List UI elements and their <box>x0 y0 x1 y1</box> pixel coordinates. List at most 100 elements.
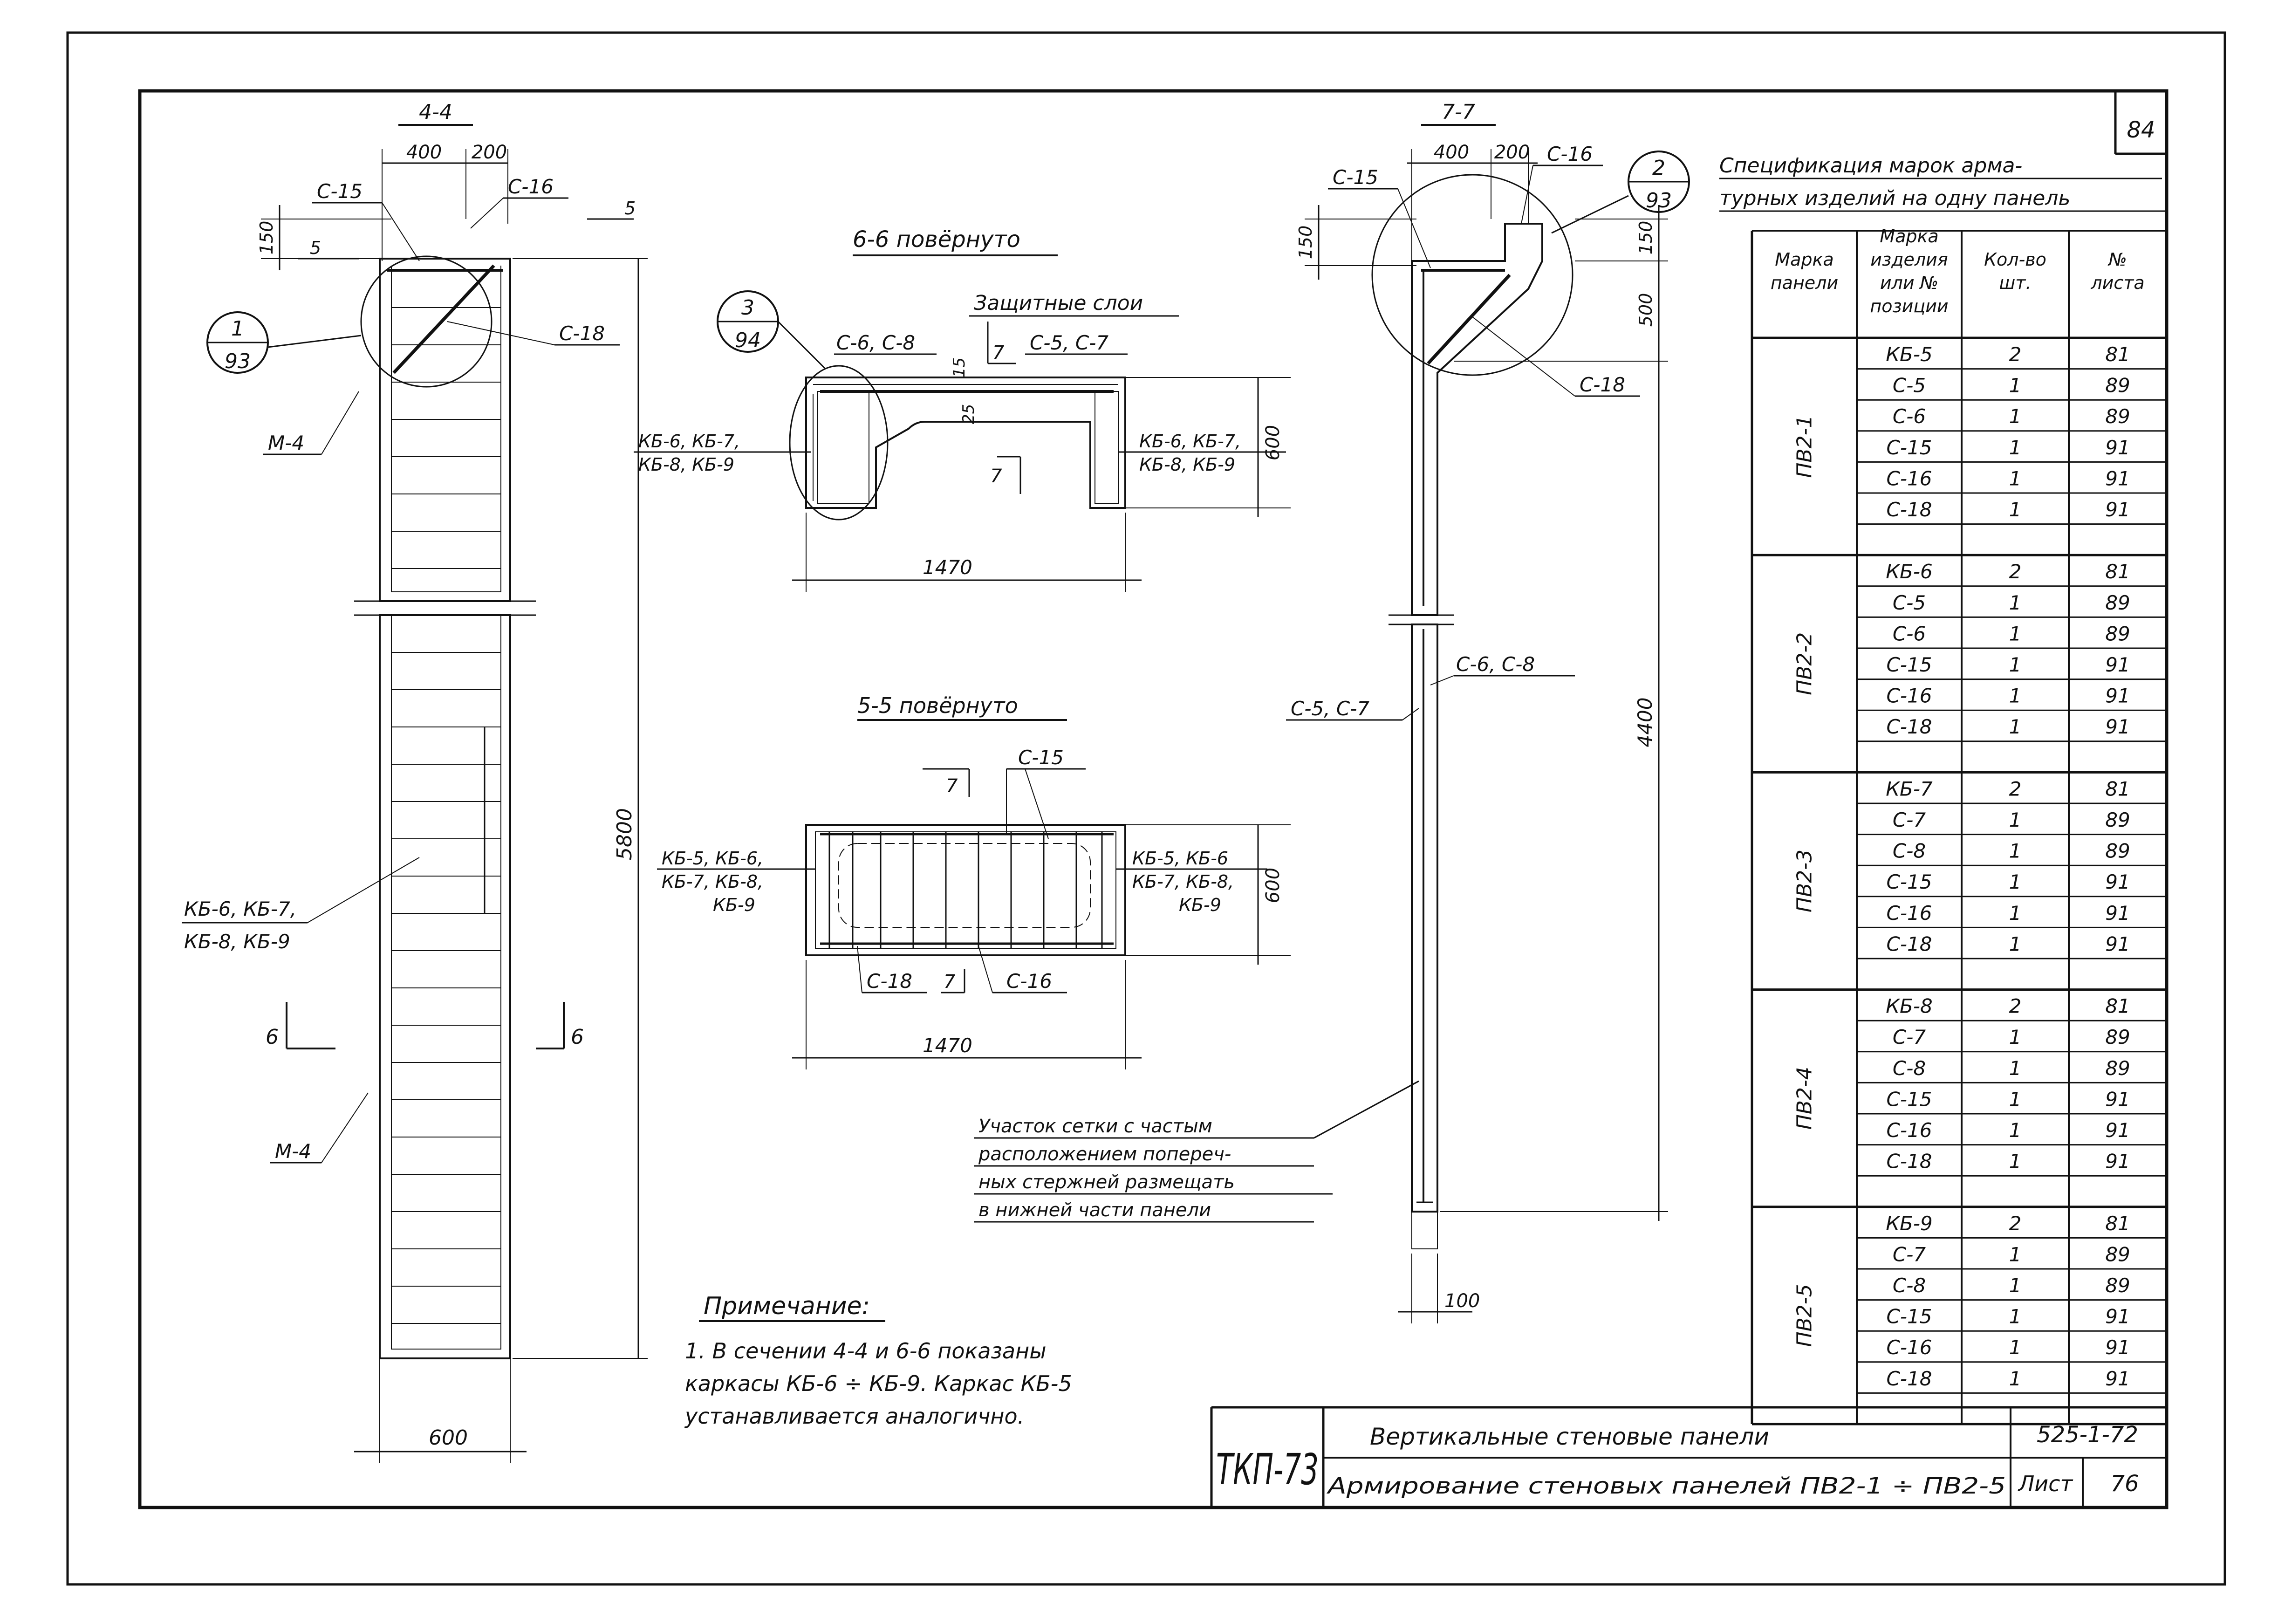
spec-cell: 1 <box>2009 467 2022 490</box>
spec-panel-2: ПВ2-3 <box>1793 850 1817 912</box>
dim-100: 100 <box>1444 1290 1480 1312</box>
section-7-7-title: 7-7 <box>1442 100 1475 124</box>
series-code: ТКП-73 <box>1216 1445 1319 1494</box>
dim-400-77: 400 <box>1434 142 1469 163</box>
drawing-subtitle: Армирование стеновых панелей ПВ2-1 ÷ ПВ2… <box>1326 1473 2006 1499</box>
spec-cell: 81 <box>2105 777 2130 800</box>
spec-cell: С-8 <box>1893 1274 1926 1297</box>
spec-cell: 1 <box>2009 1274 2022 1297</box>
spec-cell: 1 <box>2009 1305 2022 1328</box>
label-m4-bottom: М-4 <box>275 1140 311 1163</box>
spec-cell: 89 <box>2105 374 2130 397</box>
spec-cell: С-15 <box>1887 870 1932 893</box>
note: Примечание: 1. В сечении 4-4 и 6-6 показ… <box>684 1292 1072 1429</box>
dim-500-77: 500 <box>1635 293 1656 327</box>
label-kb-left-2: КБ-8, КБ-9 <box>638 454 734 475</box>
note-line-3: устанавливается аналогично. <box>684 1404 1024 1429</box>
label-c5-c7: С-5, С-7 <box>1030 331 1108 354</box>
spec-cell: С-18 <box>1887 932 1932 955</box>
spec-cell: 91 <box>2105 685 2130 707</box>
label-kb55-r3: КБ-9 <box>1179 895 1221 915</box>
spec-cell: 89 <box>2105 591 2130 614</box>
section-6-6-title: 6-6 повёрнуто <box>853 226 1020 253</box>
spec-cell: 1 <box>2009 1367 2022 1390</box>
spec-cell: 91 <box>2105 1088 2130 1110</box>
svg-text:3: 3 <box>741 296 754 320</box>
spec-cell: С-18 <box>1887 715 1932 738</box>
label-c18-77: С-18 <box>1580 373 1625 396</box>
spec-cell: 1 <box>2009 1026 2022 1048</box>
note-line-1: 1. В сечении 4-4 и 6-6 показаны <box>685 1338 1047 1364</box>
spec-cell: 91 <box>2105 870 2130 893</box>
dim-200-77: 200 <box>1494 142 1530 163</box>
document-code: 525-1-72 <box>2037 1422 2138 1448</box>
dim-400: 400 <box>406 142 442 163</box>
section-4-4: 4-4 400 200 150 5 5 С-15 С-16 С-18 1 <box>182 100 648 1463</box>
dim-600-55: 600 <box>1262 868 1284 903</box>
label-c16-55: С-16 <box>1006 970 1052 993</box>
spec-cell: 1 <box>2009 1057 2022 1080</box>
svg-text:1: 1 <box>231 317 244 341</box>
dim-5800: 5800 <box>613 808 636 860</box>
spec-cell: 91 <box>2105 467 2130 490</box>
spec-panel-1: ПВ2-2 <box>1793 632 1817 695</box>
spec-cell: 89 <box>2105 1057 2130 1080</box>
sheet-number: 84 <box>2127 117 2155 143</box>
spec-cell: С-15 <box>1887 1088 1932 1110</box>
spec-cell: 1 <box>2009 902 2022 925</box>
spec-cell: 1 <box>2009 809 2022 831</box>
spec-cell: С-15 <box>1887 1305 1932 1328</box>
spec-cell: С-6 <box>1893 622 1926 645</box>
label-kb-1: КБ-6, КБ-7, <box>184 898 296 920</box>
label-c6-c8-77: С-6, С-8 <box>1456 653 1535 676</box>
label-c16: С-16 <box>508 175 554 198</box>
spec-cell: 91 <box>2105 1367 2130 1390</box>
label-kb55-l3: КБ-9 <box>713 895 755 915</box>
spec-cell: 1 <box>2009 870 2022 893</box>
spec-cell: 91 <box>2105 715 2130 738</box>
mesh-note-2: расположением попереч- <box>978 1144 1231 1165</box>
spec-cell: 1 <box>2009 1088 2022 1110</box>
label-c6-c8: С-6, С-8 <box>836 331 915 354</box>
spec-cell: 2 <box>2009 343 2022 366</box>
label-kb55-r2: КБ-7, КБ-8, <box>1132 871 1234 892</box>
dim-150-77-left: 150 <box>1295 226 1316 260</box>
spec-cell: 1 <box>2009 1243 2022 1266</box>
dim-5-right: 5 <box>624 198 636 219</box>
protective-layers: Защитные слои <box>974 291 1143 315</box>
spec-title-2: турных изделий на одну панель <box>1719 186 2070 210</box>
spec-cell: С-18 <box>1887 1150 1932 1173</box>
spec-cell: 1 <box>2009 374 2022 397</box>
spec-cell: 89 <box>2105 809 2130 831</box>
spec-cell: 1 <box>2009 715 2022 738</box>
spec-cell: 89 <box>2105 1026 2130 1048</box>
spec-cell: 91 <box>2105 436 2130 459</box>
label-kb55-l1: КБ-5, КБ-6, <box>662 848 763 869</box>
spec-cell: С-8 <box>1893 840 1926 863</box>
dim-25: 25 <box>959 404 978 424</box>
label-m4-top: М-4 <box>268 432 304 454</box>
dim-200: 200 <box>472 142 507 163</box>
spec-cell: 81 <box>2105 560 2130 583</box>
drawing-frame <box>138 89 2169 1509</box>
spec-cell: С-16 <box>1887 685 1932 707</box>
spec-cell: С-7 <box>1893 1026 1926 1048</box>
section-5-5: 5-5 повёрнуто С-15 7 КБ-5, КБ-6, КБ-7, К… <box>657 693 1291 1069</box>
spec-cell: КБ-9 <box>1886 1212 1933 1235</box>
section-5-5-title: 5-5 повёрнуто <box>857 693 1018 718</box>
spec-cell: 1 <box>2009 591 2022 614</box>
cut-7-55-top: 7 <box>946 775 958 797</box>
spec-cell: 2 <box>2009 777 2022 800</box>
dim-150-77-right: 150 <box>1635 221 1656 255</box>
dim-4400: 4400 <box>1634 698 1656 747</box>
spec-cell: КБ-8 <box>1886 995 1933 1018</box>
spec-cell: 89 <box>2105 840 2130 863</box>
spec-cell: 1 <box>2009 1150 2022 1173</box>
spec-cell: С-15 <box>1887 653 1932 676</box>
section-7-7: 7-7 400 200 С-16 С-15 2 93 150 150 500 <box>974 100 1690 1323</box>
spec-cell: С-18 <box>1887 1367 1932 1390</box>
spec-cell: 1 <box>2009 840 2022 863</box>
spec-cell: 81 <box>2105 995 2130 1018</box>
